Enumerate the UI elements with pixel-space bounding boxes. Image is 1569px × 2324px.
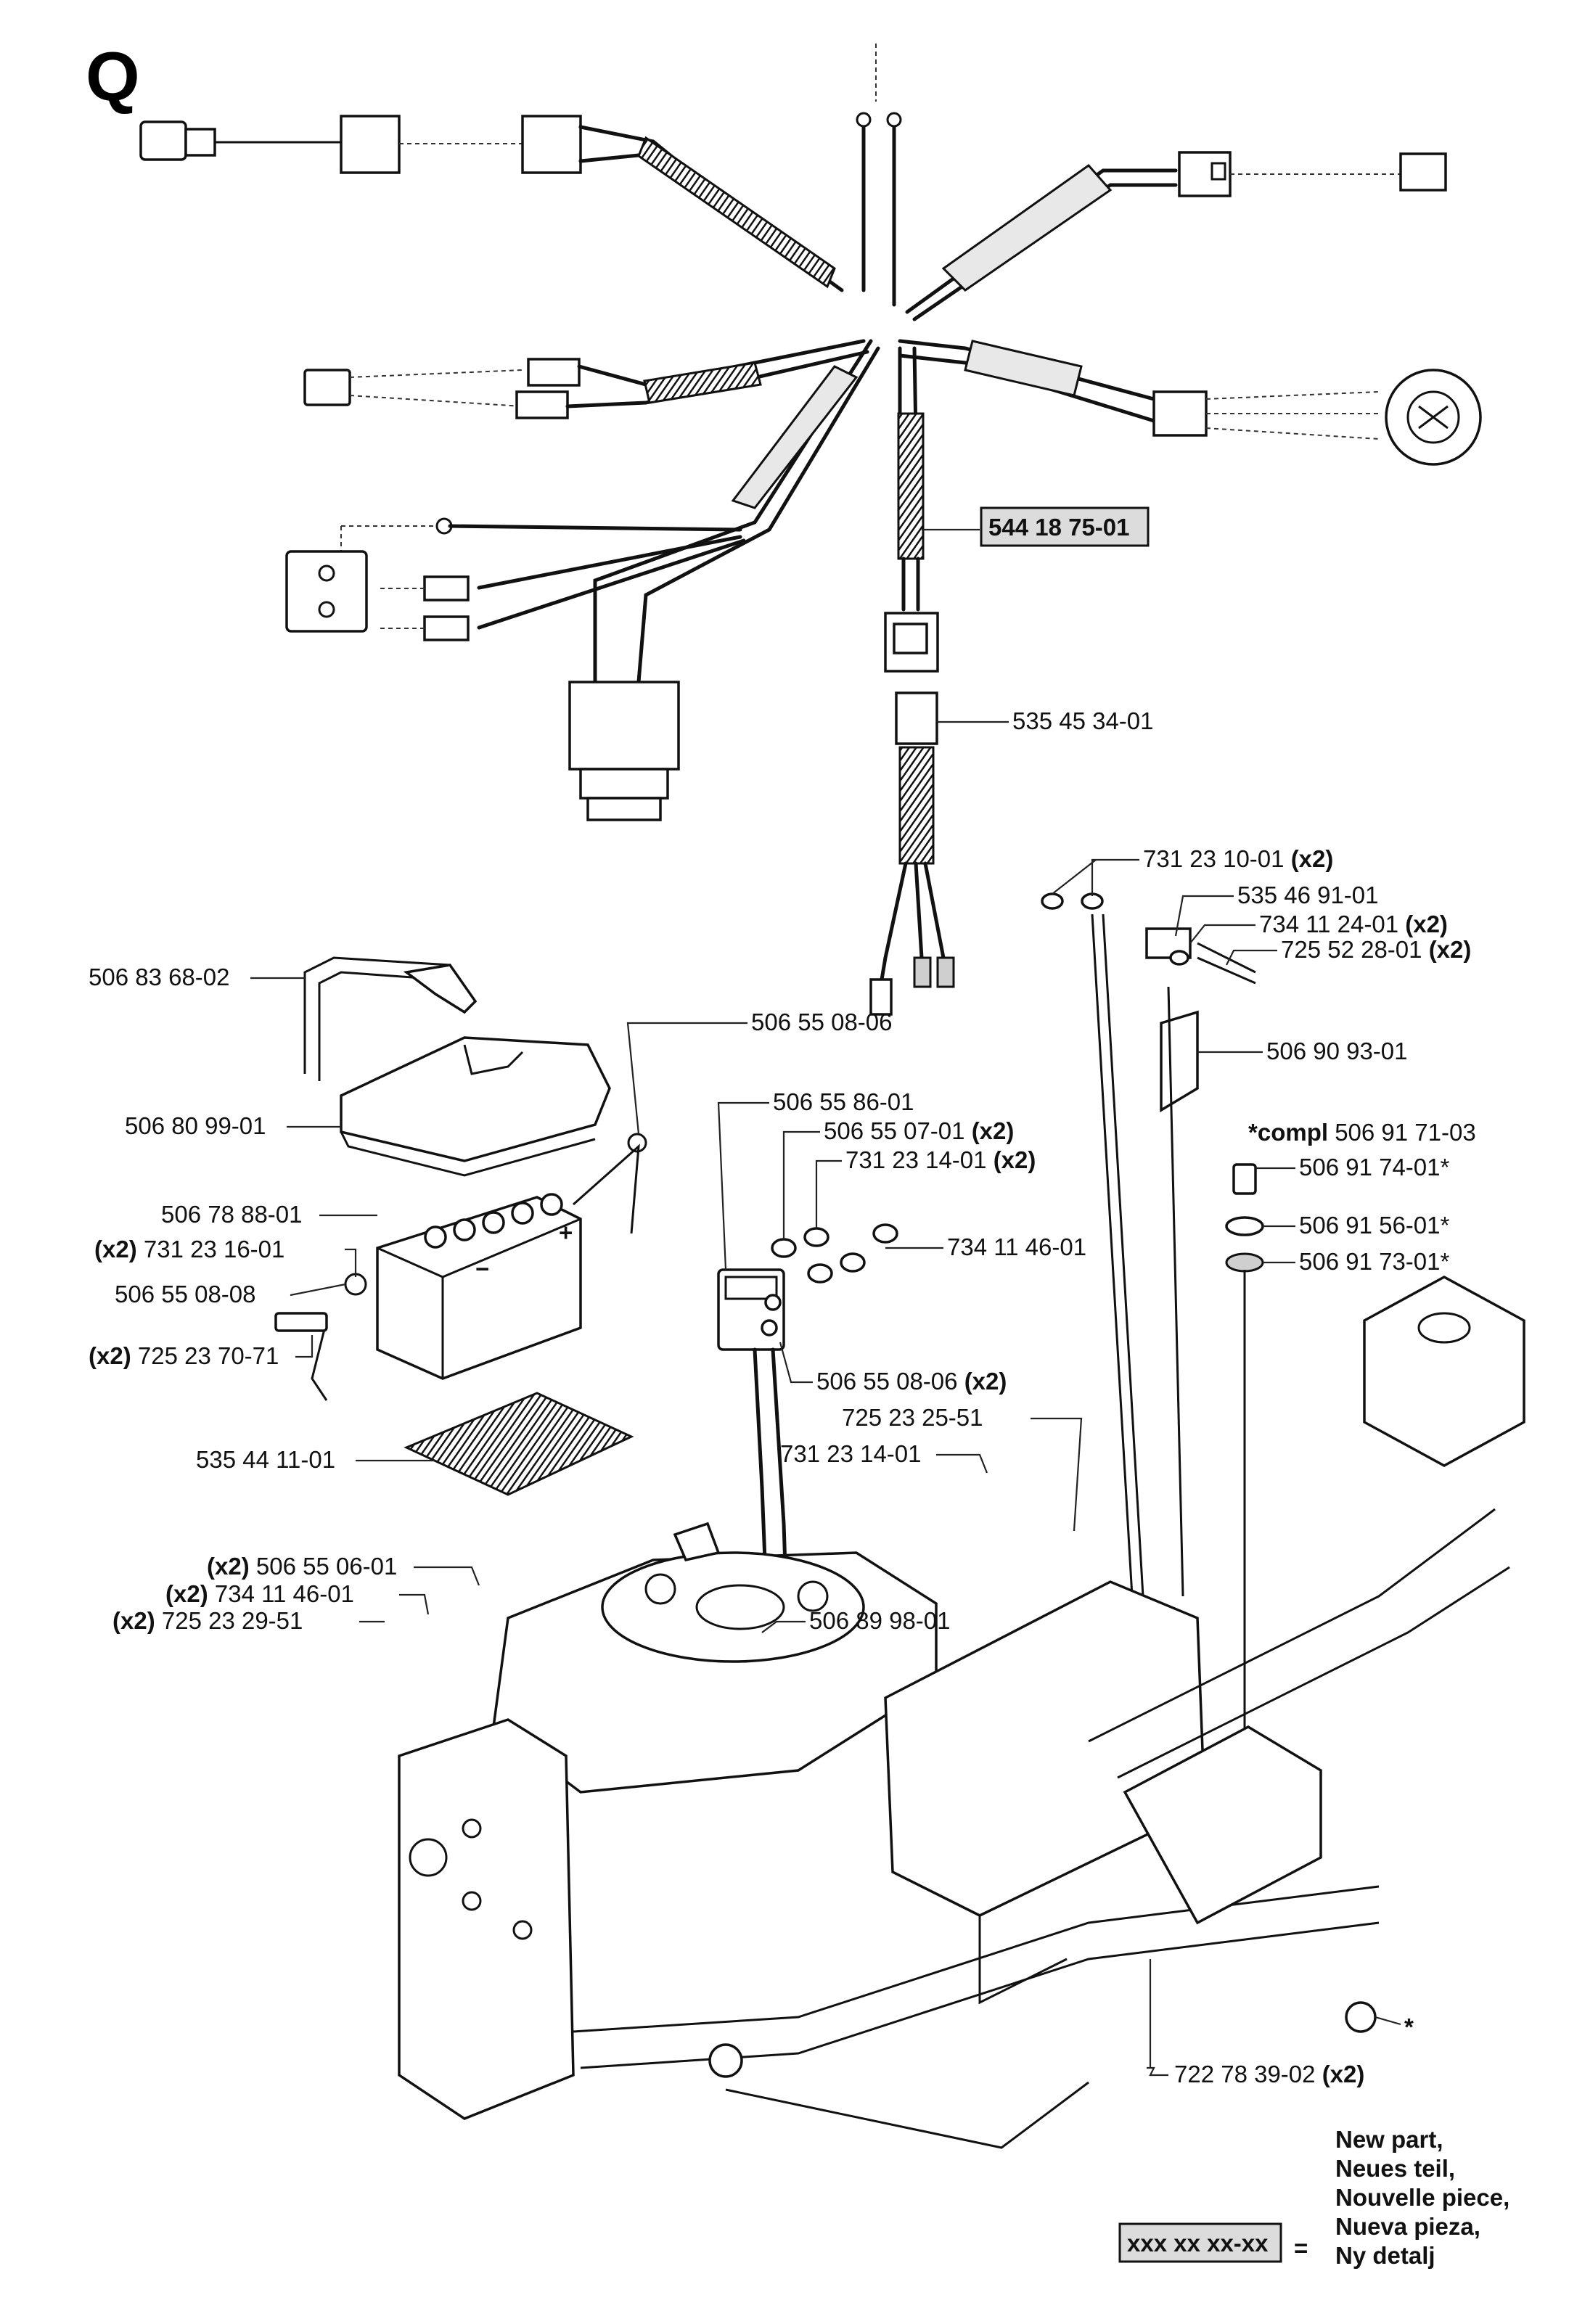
legend-line-4: Nueva pieza, xyxy=(1335,2213,1480,2240)
svg-text:+: + xyxy=(559,1219,573,1246)
label-clip: 506 90 93-01 xyxy=(1266,1038,1408,1064)
label-tie: 722 78 39-02 (x2) xyxy=(1174,2061,1364,2087)
top-right-hardware xyxy=(1041,892,1256,1597)
svg-text:−: − xyxy=(475,1255,489,1282)
legend: New part, Neues teil, Nouvelle piece, Nu… xyxy=(1118,2126,1509,2269)
label-ring: 506 91 56-01* xyxy=(1299,1212,1450,1239)
label-cable-eng: 506 89 98-01 xyxy=(809,1607,951,1634)
label-key: 506 91 74-01* xyxy=(1299,1154,1450,1181)
harness-label-box xyxy=(980,506,1150,547)
label-cable-sol: 506 55 08-06 (x2) xyxy=(816,1368,1007,1395)
leader-lines xyxy=(250,528,1401,2077)
battery-assembly: + − xyxy=(274,956,647,1496)
label-screw-frame: 725 23 25-51 xyxy=(842,1404,983,1431)
label-solenoid: 506 55 86-01 xyxy=(773,1088,914,1115)
part-labels: 544 18 75-01 535 45 34-01 731 23 10-01 (… xyxy=(89,506,1476,2087)
legend-equals: = xyxy=(1294,2235,1308,2262)
label-star: * xyxy=(1404,2013,1414,2040)
label-nut-key: 506 91 73-01* xyxy=(1299,1248,1450,1275)
label-bat-screw: (x2) 725 23 70-71 xyxy=(89,1342,279,1369)
section-letter: Q xyxy=(86,38,140,115)
label-nut-sol: 506 55 07-01 (x2) xyxy=(824,1117,1014,1144)
label-screw-top: 725 52 28-01 (x2) xyxy=(1281,936,1471,963)
label-nut-frame: 731 23 14-01 xyxy=(780,1440,922,1467)
label-mat: 535 44 11-01 xyxy=(196,1446,335,1473)
label-connector-lead: 535 45 34-01 xyxy=(1012,707,1154,734)
label-cover: 506 80 99-01 xyxy=(125,1112,266,1139)
label-washer-eng: (x2) 734 11 46-01 xyxy=(165,1580,354,1607)
label-spacer: (x2) 506 55 06-01 xyxy=(207,1553,397,1580)
label-compl: *compl 506 91 71-03 xyxy=(1248,1119,1476,1146)
legend-box-text: xxx xx xx-xx xyxy=(1127,2230,1269,2257)
label-nut-top: 731 23 10-01 (x2) xyxy=(1143,845,1333,872)
label-switch-top: 535 46 91-01 xyxy=(1237,882,1379,908)
label-harness: 544 18 75-01 xyxy=(988,514,1130,541)
legend-box xyxy=(1118,2222,1282,2263)
legend-line-5: Ny detalj xyxy=(1335,2242,1435,2269)
label-cable-neg: 506 55 08-08 xyxy=(115,1281,256,1307)
tractor-frame xyxy=(398,1276,1525,2149)
label-washer-sol: 734 11 46-01 xyxy=(947,1233,1086,1260)
ignition-switch xyxy=(1225,1163,1377,2033)
label-screw-eng: (x2) 725 23 29-51 xyxy=(112,1607,303,1634)
label-nut-sol2: 731 23 14-01 (x2) xyxy=(845,1146,1036,1173)
wiring-harness xyxy=(139,44,1482,1016)
label-battery: 506 78 88-01 xyxy=(161,1201,303,1228)
label-cable-top: 506 55 08-06 xyxy=(751,1009,893,1035)
legend-line-1: New part, xyxy=(1335,2126,1443,2153)
legend-line-3: Nouvelle piece, xyxy=(1335,2184,1509,2211)
label-washer-top: 734 11 24-01 (x2) xyxy=(1259,911,1448,937)
label-bat-nut: (x2) 731 23 16-01 xyxy=(94,1236,284,1262)
legend-line-2: Neues teil, xyxy=(1335,2155,1455,2182)
label-holder: 506 83 68-02 xyxy=(89,964,230,990)
